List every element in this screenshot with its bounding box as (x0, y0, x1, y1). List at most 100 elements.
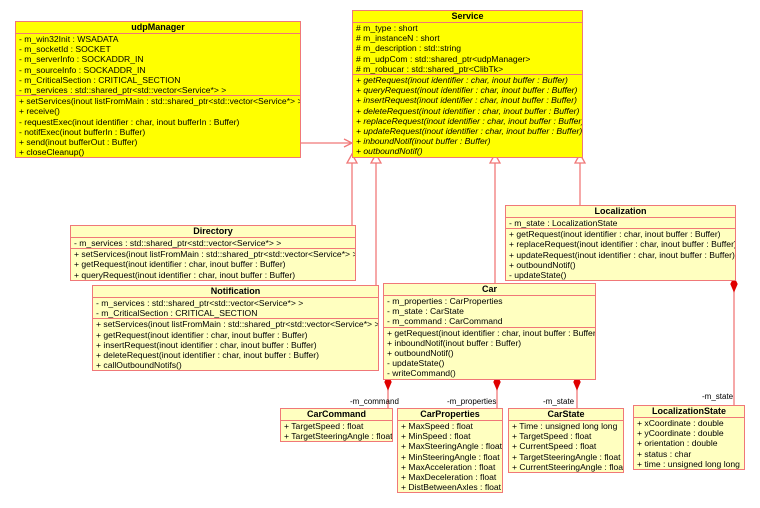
role-label-m-state-car: -m_state (543, 397, 575, 406)
method: + callOutboundNotifs() (96, 360, 182, 371)
method: + receive() (19, 106, 60, 117)
method: + inboundNotif(inout buffer : Buffer) (356, 136, 491, 147)
method: + setServices(inout listFromMain : std::… (19, 96, 300, 107)
class-name: Notification (93, 286, 378, 298)
method: + getRequest(inout identifier : char, in… (509, 229, 721, 240)
class-car-properties[interactable]: CarProperties+ MaxSpeed : float+ MinSpee… (397, 408, 503, 494)
method: - updateState() (387, 358, 445, 369)
method: + outboundNotif() (387, 348, 454, 359)
method: + replaceRequest(inout identifier : char… (356, 115, 582, 126)
attribute: + xCoordinate : double (637, 418, 724, 428)
method: + updateRequest(inout identifier : char,… (509, 249, 735, 260)
method: + getRequest(inout identifier : char, in… (356, 75, 568, 86)
method: + getRequest(inout identifier : char, in… (74, 259, 286, 270)
attributes-section: - m_properties : CarProperties- m_state … (384, 296, 595, 328)
attributes-section: + xCoordinate : double+ yCoordinate : do… (634, 418, 744, 469)
method: - notifExec(inout bufferIn : Buffer) (19, 126, 146, 137)
class-name: Directory (71, 226, 355, 238)
attribute: + status : char (637, 448, 692, 459)
attribute: + CurrentSteeringAngle : float (512, 461, 623, 472)
method: + insertRequest(inout identifier : char,… (356, 95, 577, 106)
attribute: + MaxSpeed : float (401, 421, 473, 431)
attribute: - m_serverInfo : SOCKADDR_IN (19, 54, 144, 65)
attributes-section: - m_services : std::shared_ptr<std::vect… (71, 238, 355, 250)
method: + inboundNotif(inout buffer : Buffer) (387, 337, 522, 348)
attribute: + CurrentSpeed : float (512, 441, 597, 452)
attribute: + MaxAcceleration : float (401, 461, 496, 472)
generalization-directory-service (345, 152, 359, 225)
attribute: - m_state : LocalizationState (509, 218, 618, 228)
class-car-state[interactable]: CarState+ Time : unsigned long long+ Tar… (508, 408, 624, 474)
class-notification[interactable]: Notification- m_services : std::shared_p… (92, 285, 379, 372)
class-name: Localization (506, 206, 735, 218)
class-name: Car (384, 284, 595, 296)
method: + outboundNotif() (509, 259, 576, 270)
attribute: + Time : unsigned long long (512, 421, 618, 431)
class-directory[interactable]: Directory- m_services : std::shared_ptr<… (70, 225, 356, 281)
method: + closeCleanup() (19, 147, 85, 158)
attribute: - m_services : std::shared_ptr<std::vect… (74, 238, 282, 248)
attribute: # m_instanceN : short (356, 33, 440, 44)
attributes-section: # m_type : short# m_instanceN : short# m… (353, 23, 582, 76)
method: - requestExec(inout identifier : char, i… (19, 116, 240, 127)
role-label-m-command: -m_command (350, 397, 399, 406)
attribute: - m_socketId : SOCKET (19, 44, 111, 55)
methods-section: + setServices(inout listFromMain : std::… (16, 96, 300, 157)
class-car-command[interactable]: CarCommand+ TargetSpeed : float+ TargetS… (280, 408, 393, 443)
generalization-notification-service (369, 152, 383, 285)
attribute: + orientation : double (637, 438, 718, 449)
attribute: + DistBetweenAxles : float (401, 482, 502, 493)
composition-localization-localizationstate (730, 276, 738, 405)
methods-section: + getRequest(inout identifier : char, in… (384, 328, 595, 379)
method: + queryRequest(inout identifier : char, … (356, 85, 578, 96)
methods-section: + getRequest(inout identifier : char, in… (353, 75, 582, 157)
method: + outboundNotif() (356, 146, 423, 157)
attributes-section: - m_state : LocalizationState (506, 218, 735, 230)
class-name: CarState (509, 409, 623, 421)
attributes-section: + TargetSpeed : float+ TargetSteeringAng… (281, 421, 392, 441)
class-udp-manager[interactable]: udpManager- m_win32Init : WSADATA- m_soc… (15, 21, 301, 159)
composition-car-carstate (573, 374, 581, 408)
class-name: CarProperties (398, 409, 502, 421)
attribute: - m_CriticalSection : CRITICAL_SECTION (19, 74, 181, 85)
attribute: - m_services : std::shared_ptr<std::vect… (19, 85, 227, 96)
attribute: - m_CriticalSection : CRITICAL_SECTION (96, 308, 258, 319)
attribute: - m_state : CarState (387, 306, 464, 317)
method: + insertRequest(inout identifier : char,… (96, 339, 317, 350)
class-name: udpManager (16, 22, 300, 34)
class-localization-state[interactable]: LocalizationState+ xCoordinate : double+… (633, 405, 745, 471)
attribute: - m_command : CarCommand (387, 316, 503, 327)
attribute: - m_win32Init : WSADATA (19, 34, 119, 44)
attribute: + yCoordinate : double (637, 428, 724, 439)
generalization-car-service (488, 152, 502, 283)
method: + send(inout bufferOut : Buffer) (19, 137, 138, 148)
attribute: # m_robucar : std::shared_ptr<ClibTk> (356, 63, 504, 74)
role-label-m-state-localization: -m_state (702, 392, 734, 401)
role-label-m-properties: -m_properties (447, 397, 497, 406)
association-udpmanager-service (300, 138, 354, 148)
method: - updateState() (509, 270, 567, 281)
class-car[interactable]: Car- m_properties : CarProperties- m_sta… (383, 283, 596, 380)
attribute: - m_sourceInfo : SOCKADDR_IN (19, 64, 146, 75)
attributes-section: - m_win32Init : WSADATA- m_socketId : SO… (16, 34, 300, 97)
attribute: + TargetSteeringAngle : float (284, 431, 392, 442)
class-service[interactable]: Service# m_type : short# m_instanceN : s… (352, 10, 583, 158)
attribute: # m_udpCom : std::shared_ptr<udpManager> (356, 53, 531, 64)
methods-section: + getRequest(inout identifier : char, in… (506, 229, 735, 280)
attribute: + TargetSpeed : float (512, 431, 592, 442)
class-localization[interactable]: Localization- m_state : LocalizationStat… (505, 205, 736, 282)
attributes-section: - m_services : std::shared_ptr<std::vect… (93, 298, 378, 320)
methods-section: + setServices(inout listFromMain : std::… (71, 249, 355, 280)
attributes-section: + Time : unsigned long long+ TargetSpeed… (509, 421, 623, 472)
class-name: Service (353, 11, 582, 23)
method: + updateRequest(inout identifier : char,… (356, 126, 582, 137)
attribute: + MinSpeed : float (401, 431, 471, 442)
attribute: - m_services : std::shared_ptr<std::vect… (96, 298, 304, 308)
class-name: CarCommand (281, 409, 392, 421)
attribute: # m_description : std::string (356, 43, 462, 54)
attribute: + MaxSteeringAngle : float (401, 441, 502, 452)
method: + getRequest(inout identifier : char, in… (387, 327, 595, 338)
method: + replaceRequest(inout identifier : char… (509, 239, 735, 250)
